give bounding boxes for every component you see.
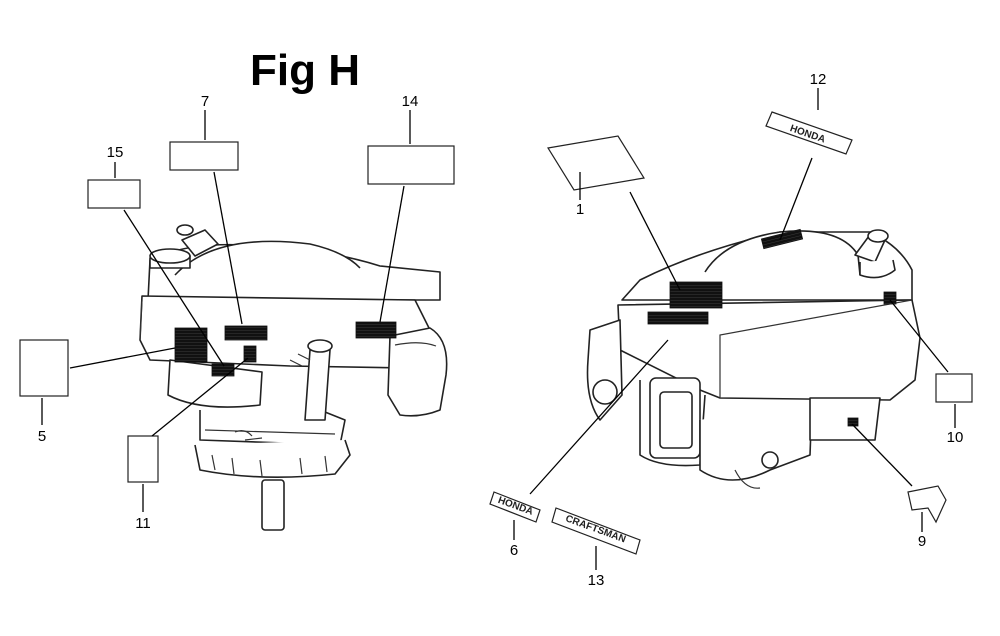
right-engine <box>586 228 921 489</box>
callout-6: 6 <box>510 542 518 559</box>
label-12 <box>765 111 853 155</box>
right-leaders <box>513 88 956 570</box>
label-6 <box>489 491 541 523</box>
callout-11: 11 <box>135 515 151 532</box>
callout-7: 7 <box>201 93 209 110</box>
callout-1: 1 <box>576 201 584 218</box>
label-area-14 <box>355 321 397 339</box>
label-5 <box>19 339 69 397</box>
label-area-9 <box>847 417 859 427</box>
callout-9: 9 <box>918 533 926 550</box>
label-7 <box>169 141 239 171</box>
callout-12: 12 <box>810 71 827 88</box>
label-13 <box>551 507 641 555</box>
label-11 <box>127 435 159 483</box>
label-area-13 <box>647 311 709 325</box>
label-area-15 <box>211 363 235 377</box>
label-area-10 <box>883 291 897 305</box>
label-14 <box>367 145 455 185</box>
label-area-12 <box>760 228 804 250</box>
callout-5: 5 <box>38 428 46 445</box>
left-labels <box>19 141 455 483</box>
figure-title: Fig H <box>250 46 360 95</box>
callout-14: 14 <box>402 93 419 110</box>
callout-15: 15 <box>107 144 124 161</box>
label-9 <box>907 485 947 524</box>
left-engine <box>139 224 448 531</box>
callout-13: 13 <box>588 572 605 589</box>
label-area-5 <box>174 327 208 363</box>
label-10 <box>935 373 973 403</box>
callout-10: 10 <box>947 429 964 446</box>
label-15 <box>87 179 141 209</box>
left-leaders <box>41 110 411 512</box>
label-area-7 <box>224 325 268 341</box>
label-1 <box>547 135 645 191</box>
